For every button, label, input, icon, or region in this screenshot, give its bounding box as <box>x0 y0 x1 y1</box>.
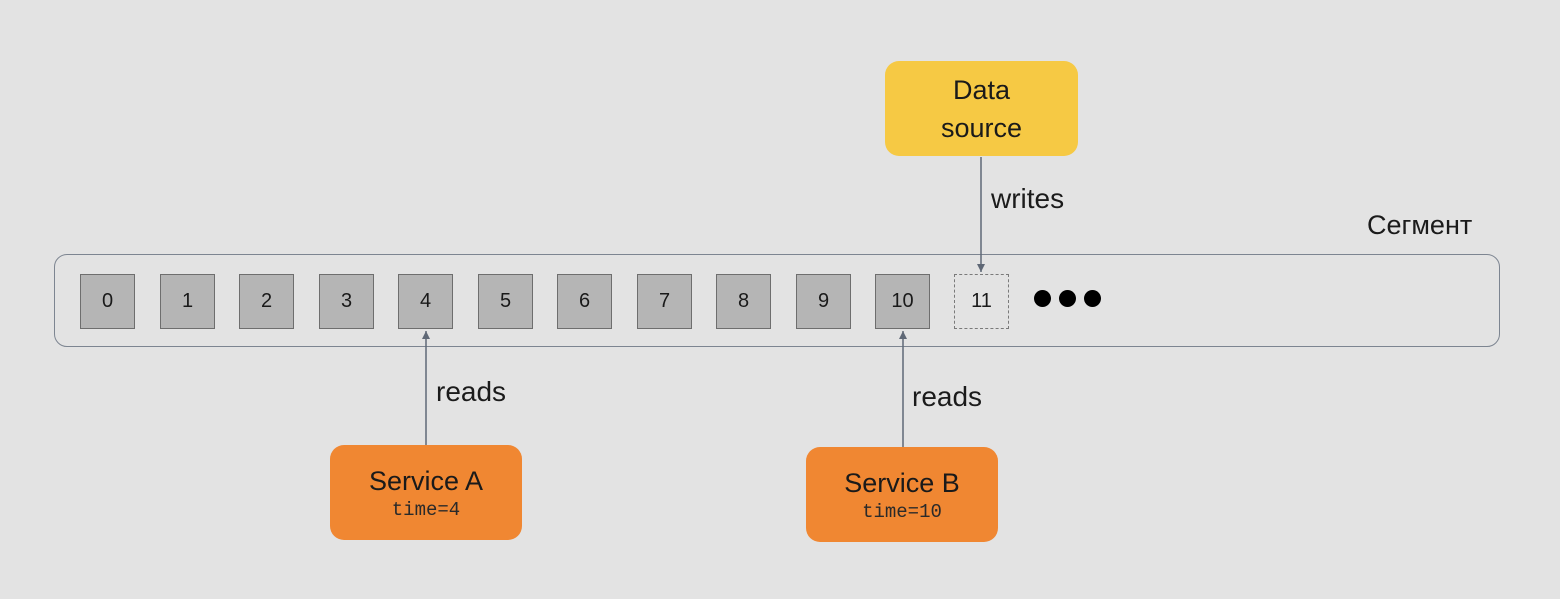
segment-cell-pending: 11 <box>954 274 1009 329</box>
segment-cell-1: 1 <box>160 274 215 329</box>
service-a-name: Service A <box>368 465 484 496</box>
data-source-label-line2: source <box>940 112 1023 143</box>
segment-cell-10: 10 <box>875 274 930 329</box>
segment-cell-2: 2 <box>239 274 294 329</box>
segment-cell-8: 8 <box>716 274 771 329</box>
segment-container <box>54 254 1500 347</box>
data-source-label-line1: Data <box>952 74 1011 105</box>
segment-cell-7: 7 <box>637 274 692 329</box>
segment-cell-6: 6 <box>557 274 612 329</box>
service-a-time: time=4 <box>391 498 461 521</box>
service-b-node: Service B time=10 <box>806 447 998 542</box>
data-source-node: Data source <box>885 61 1078 156</box>
ellipsis-dot <box>1034 290 1051 307</box>
reads-label-a: reads <box>436 376 507 407</box>
segment-cell-0: 0 <box>80 274 135 329</box>
ellipsis-dot <box>1084 290 1101 307</box>
service-a-node: Service A time=4 <box>330 445 522 540</box>
segment-cell-3: 3 <box>319 274 374 329</box>
ellipsis-icon <box>1034 290 1101 307</box>
segment-cell-4: 4 <box>398 274 453 329</box>
ellipsis-dot <box>1059 290 1076 307</box>
segment-label: Сегмент <box>1367 210 1473 240</box>
reads-label-b: reads <box>912 381 983 412</box>
segment-cell-5: 5 <box>478 274 533 329</box>
segment-cell-9: 9 <box>796 274 851 329</box>
service-b-name: Service B <box>844 467 960 498</box>
service-b-time: time=10 <box>862 500 942 523</box>
writes-label: writes <box>991 183 1065 214</box>
